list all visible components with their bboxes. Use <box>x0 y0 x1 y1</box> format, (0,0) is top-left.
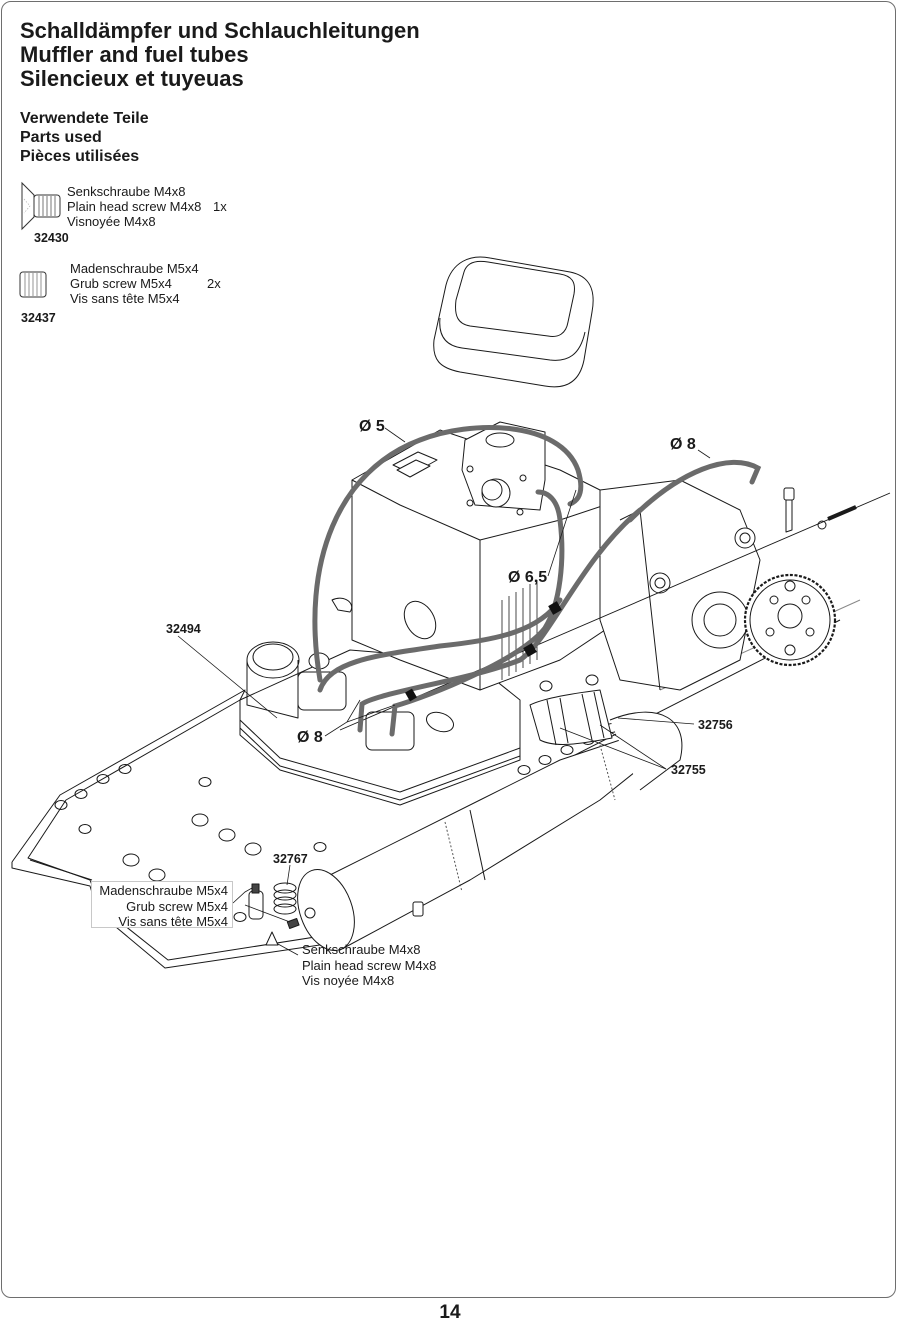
page-title: Schalldämpfer und Schlauchleitungen Muff… <box>20 19 420 91</box>
page-frame <box>1 1 896 1298</box>
title-french: Silencieux et tuyeuas <box>20 66 244 91</box>
callout-clamp: 32756 <box>698 718 733 732</box>
muffler-spring <box>248 882 300 946</box>
parts-heading-english: Parts used <box>20 129 102 146</box>
callout-spring: 32767 <box>273 852 308 866</box>
note-german: Senkschraube M4x8 <box>302 942 421 957</box>
fuel-tank <box>239 641 521 806</box>
note-french: Vis sans tête M5x4 <box>118 914 228 929</box>
tube-clips <box>405 601 562 702</box>
part-desc-english: Plain head screw M4x8 <box>67 199 202 214</box>
part-desc-german: Senkschraube M4x8 <box>67 184 186 199</box>
part-number: 32437 <box>21 311 56 325</box>
note-german: Madenschraube M5x4 <box>99 883 228 898</box>
engine <box>331 421 621 691</box>
countersunk-screw-note: Senkschraube M4x8 Plain head screw M4x8 … <box>302 942 436 989</box>
callout-tank: 32494 <box>166 622 201 636</box>
fuel-tube-tank <box>317 597 563 693</box>
gearbox <box>599 479 837 691</box>
grub-screw-icon <box>19 271 47 298</box>
countersunk-screw-icon <box>21 181 61 231</box>
parts-heading-french: Pièces utilisées <box>20 148 140 165</box>
fuel-tube-d5 <box>312 425 584 683</box>
parts-used-heading: Verwendete Teile Parts used Pièces utili… <box>20 109 149 166</box>
tube-diameter-label: Ø 8 <box>670 436 696 453</box>
tube-diameter-label: Ø 5 <box>359 418 385 435</box>
title-english: Muffler and fuel tubes <box>20 42 249 67</box>
part-quantity: 1x <box>213 199 227 214</box>
callout-coupler: 32755 <box>671 763 706 777</box>
title-german: Schalldämpfer und Schlauchleitungen <box>20 18 420 43</box>
tube-diameter-label: Ø 8 <box>297 729 323 746</box>
tube-diameter-label: Ø 6,5 <box>508 569 548 586</box>
exhaust-coupler <box>529 674 613 746</box>
part-quantity: 2x <box>207 276 221 291</box>
part-number: 32430 <box>34 231 69 245</box>
part-desc-french: Visnoyée M4x8 <box>67 214 156 229</box>
note-english: Plain head screw M4x8 <box>302 957 437 973</box>
muffler <box>297 711 683 951</box>
note-english: Grub screw M5x4 <box>126 898 228 914</box>
part-desc-english: Grub screw M5x4 <box>70 276 172 291</box>
part-desc-french: Vis sans tête M5x4 <box>70 291 180 306</box>
leader-lines <box>177 427 711 956</box>
part-desc-german: Madenschraube M5x4 <box>70 261 199 276</box>
note-french: Vis noyée M4x8 <box>302 973 395 988</box>
fuel-tube-d8-line <box>357 507 643 733</box>
page-number: 14 <box>439 1302 461 1323</box>
air-filter <box>433 256 594 388</box>
assembly-drawing <box>11 256 891 969</box>
fuel-tube-d8-return <box>627 459 762 523</box>
grub-screw-note: Madenschraube M5x4 Grub screw M5x4 Vis s… <box>91 881 233 929</box>
parts-heading-german: Verwendete Teile <box>20 110 149 127</box>
